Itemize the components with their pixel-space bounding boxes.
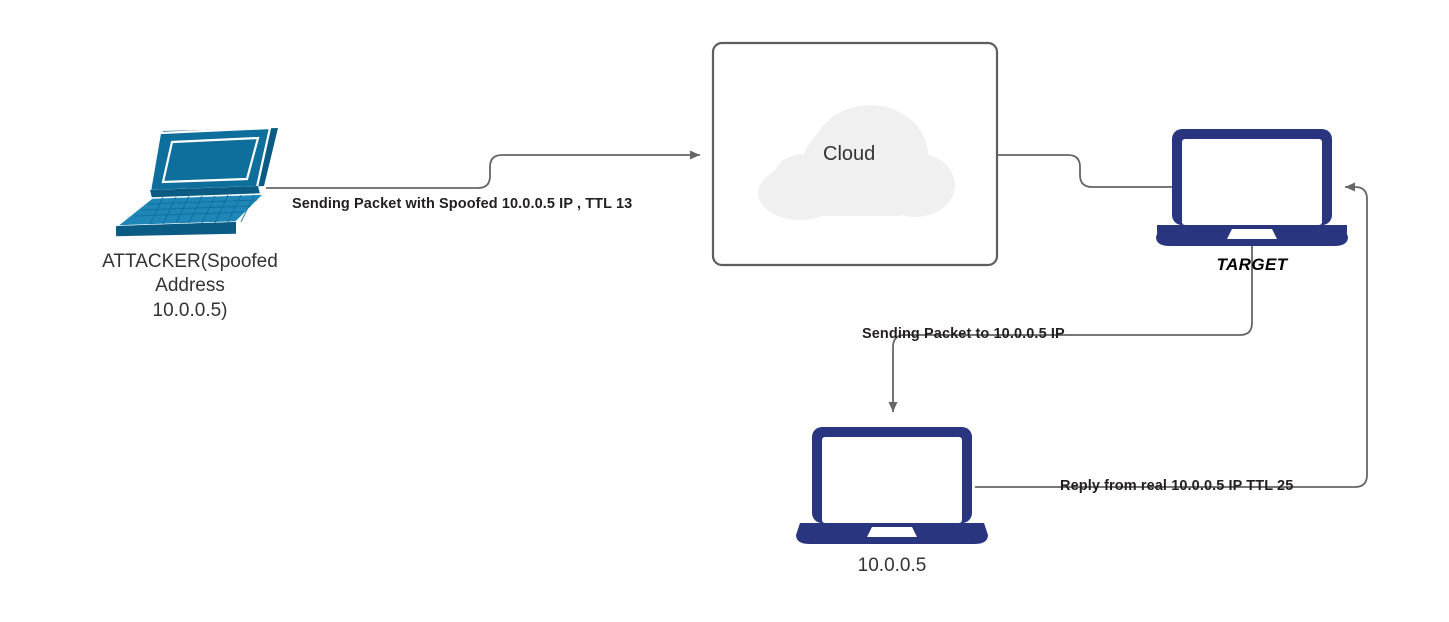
edge-attacker-to-cloud <box>266 150 700 189</box>
attacker-label-line-2: Address <box>155 275 225 297</box>
real-host-laptop-icon <box>796 427 988 544</box>
edge-label-attacker-to-cloud: Sending Packet with Spoofed 10.0.0.5 IP … <box>292 196 633 212</box>
attacker-label-line-3: 10.0.0.5) <box>152 299 228 321</box>
attacker-label-line-1: ATTACKER(Spoofed <box>102 251 278 272</box>
edge-label-real-host-to-target: Reply from real 10.0.0.5 IP TTL 25 <box>1060 478 1294 494</box>
edge-real-host-to-target <box>975 182 1368 488</box>
edge-cloud-to-target <box>997 154 1172 188</box>
attacker-laptop-icon <box>114 126 278 237</box>
cloud-label: Cloud <box>823 143 876 165</box>
real-host-label: 10.0.0.5 <box>857 555 927 576</box>
cloud-box <box>711 41 999 267</box>
target-label: TARGET <box>1216 255 1288 274</box>
target-laptop-icon <box>1156 129 1348 246</box>
cloud-icon <box>758 105 955 220</box>
edge-label-target-to-real-host: Sending Packet to 10.0.0.5 IP <box>862 326 1065 342</box>
attacker-label: ATTACKER(Spoofed Address 10.0.0.5) <box>40 250 340 323</box>
edge-target-to-real-host <box>888 238 1253 412</box>
